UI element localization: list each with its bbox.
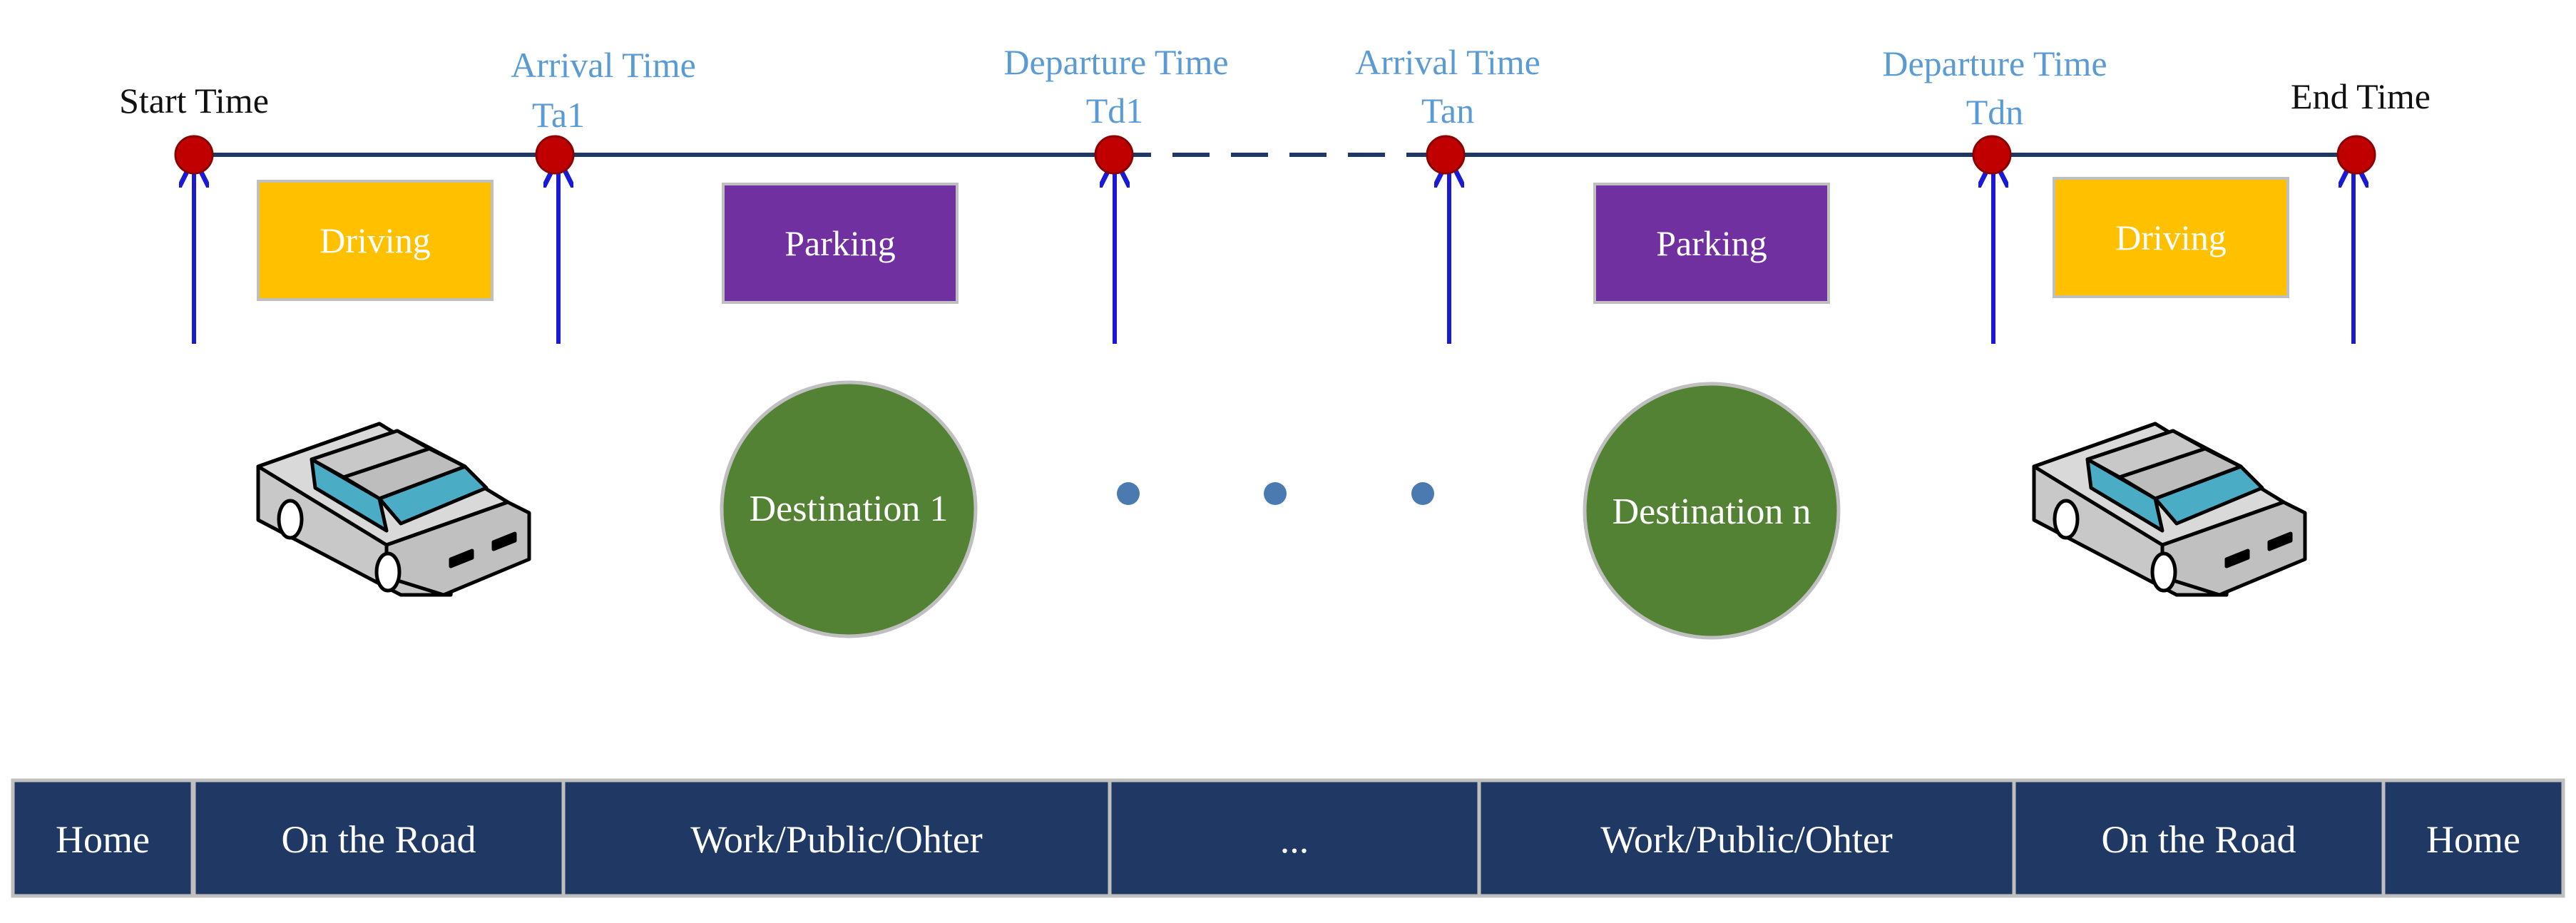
driving-box-2-label: Driving: [2115, 218, 2227, 257]
time-labels: Start Time Arrival Time Ta1 Departure Ti…: [119, 42, 2431, 135]
time-arrows: [194, 173, 2353, 344]
driving-box-2: [2053, 177, 2289, 298]
car-icon: [256, 422, 531, 597]
marker-departure-time-1: [1094, 135, 1134, 175]
time-markers: [174, 135, 2376, 175]
parking-box-1-label: Parking: [784, 223, 896, 263]
location-cell-work-n: [1477, 778, 2016, 898]
destination-n-label: Destination n: [1612, 491, 1811, 532]
parking-box-1: [722, 183, 959, 304]
ellipsis-dot: [1411, 482, 1434, 505]
location-bar: Home On the Road Work/Public/Ohter ... W…: [11, 778, 2565, 898]
location-cell-home-end: [2381, 778, 2565, 898]
marker-start-time: [174, 135, 214, 175]
label-start-time: Start Time: [119, 81, 269, 121]
location-cell-ellipsis: [1108, 778, 1481, 898]
location-cell-road-2-label: On the Road: [2102, 818, 2296, 861]
label-departure-time-1-code: Td1: [1086, 91, 1144, 131]
location-cell-road-1: [192, 778, 566, 898]
destination-n-circle: [1583, 382, 1841, 640]
location-cell-home-end-label: Home: [2426, 818, 2520, 861]
location-cell-home-start: [11, 778, 195, 898]
location-cell-home-start-label: Home: [56, 818, 150, 861]
location-cell-road-2: [2012, 778, 2386, 898]
label-arrival-time-1-code: Ta1: [532, 95, 585, 135]
marker-arrival-time-1: [535, 135, 575, 175]
destination-1-label: Destination 1: [750, 489, 949, 529]
parking-box-n: [1593, 183, 1830, 304]
activity-boxes: Driving Parking Parking Driving: [257, 177, 2289, 304]
location-cell-work-1-label: Work/Public/Ohter: [690, 818, 983, 861]
location-cell-ellipsis-label: ...: [1280, 818, 1309, 861]
location-cell-work-1: [561, 778, 1112, 898]
label-departure-time-1: Departure Time: [1003, 42, 1228, 82]
label-departure-time-n-code: Tdn: [1966, 92, 2024, 132]
marker-departure-time-n: [1972, 135, 2012, 175]
destination-1-circle: [720, 380, 978, 638]
location-cell-road-1-label: On the Road: [282, 818, 476, 861]
marker-end-time: [2336, 135, 2376, 175]
ellipsis-dot: [1264, 482, 1287, 505]
ellipsis-dots: [1117, 482, 1434, 505]
label-arrival-time-n-code: Tan: [1421, 91, 1474, 131]
ellipsis-dot: [1117, 482, 1140, 505]
location-cell-work-n-label: Work/Public/Ohter: [1600, 818, 1893, 861]
car-icon: [2032, 422, 2307, 597]
label-arrival-time-n: Arrival Time: [1355, 42, 1540, 82]
label-departure-time-n: Departure Time: [1882, 44, 2107, 83]
label-arrival-time-1: Arrival Time: [511, 45, 696, 85]
destinations: Destination 1 Destination n: [720, 380, 1841, 640]
marker-arrival-time-n: [1426, 135, 1466, 175]
label-end-time: End Time: [2291, 76, 2431, 116]
parking-box-n-label: Parking: [1656, 223, 1767, 263]
driving-box-1: [257, 180, 494, 301]
driving-box-1-label: Driving: [320, 220, 431, 260]
